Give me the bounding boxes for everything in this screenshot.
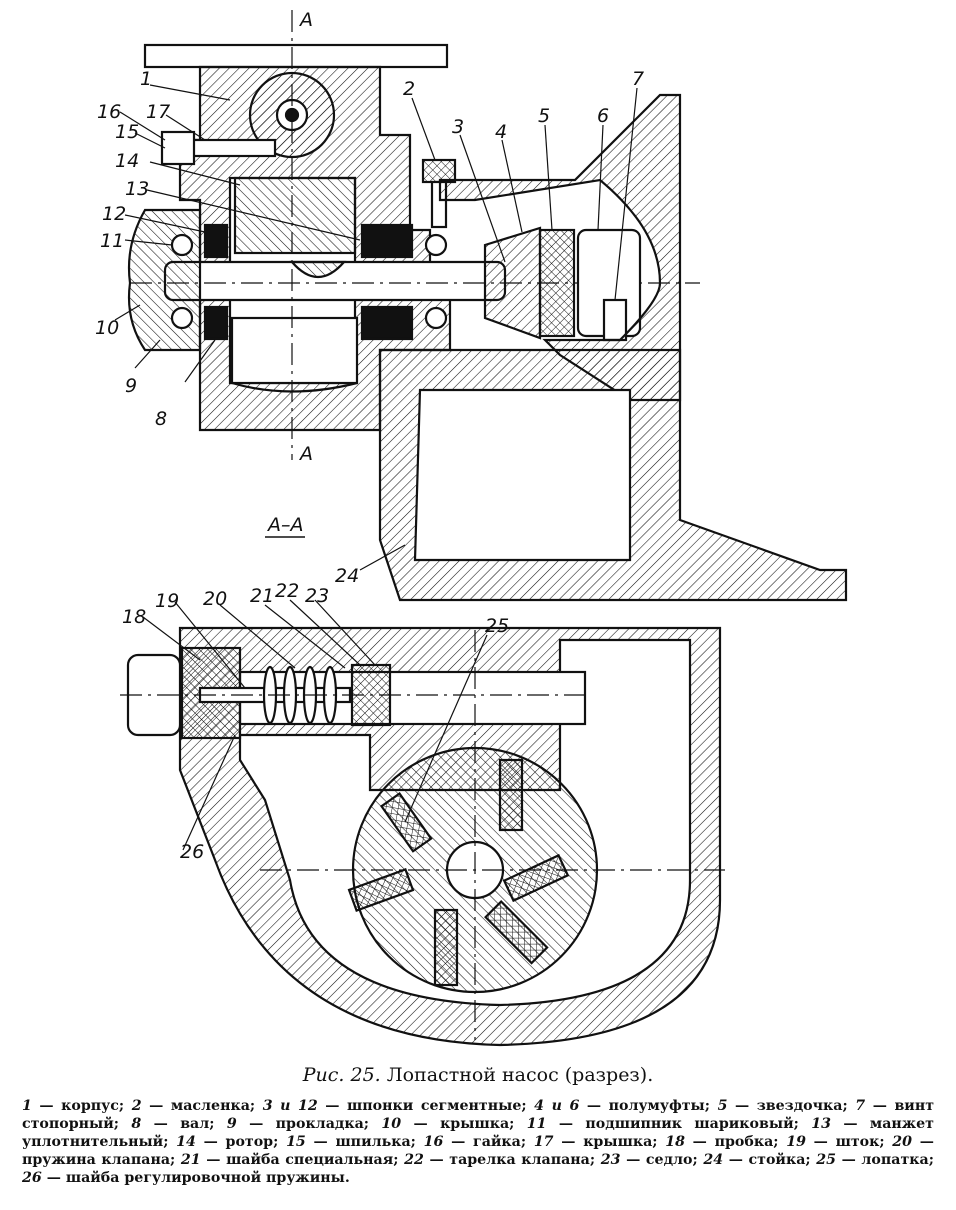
legend-item: 5 — звездочка; bbox=[717, 1098, 848, 1114]
leader-lines bbox=[114, 84, 638, 851]
legend-item: 10 — крышка; bbox=[381, 1116, 515, 1132]
callout-15: 15 bbox=[115, 121, 139, 143]
callout-4: 4 bbox=[495, 121, 507, 143]
legend-item: 13 — манжет уплотнительный; bbox=[22, 1116, 934, 1150]
callout-23: 23 bbox=[305, 585, 329, 607]
figure-number: Рис. 25. bbox=[302, 1064, 381, 1086]
cover-10 bbox=[127, 208, 202, 352]
callout-22: 22 bbox=[275, 580, 299, 602]
callout-12: 12 bbox=[102, 203, 126, 225]
legend-item: 15 — шпилька; bbox=[286, 1134, 416, 1150]
legend-item: 20 — пружина клапана; bbox=[22, 1134, 934, 1168]
callout-7: 7 bbox=[632, 68, 644, 90]
callout-17: 17 bbox=[146, 101, 170, 123]
callout-16: 16 bbox=[97, 101, 121, 123]
callout-3: 3 bbox=[452, 116, 464, 138]
legend-item: 17 — крышка; bbox=[533, 1134, 658, 1150]
pump-drawing: А А А–А bbox=[95, 9, 848, 1047]
legend-item: 22 — тарелка клапана; bbox=[404, 1152, 596, 1168]
callout-13: 13 bbox=[125, 178, 149, 200]
callout-21: 21 bbox=[250, 585, 274, 607]
legend-item: 3 и 12 — шпонки сегментные; bbox=[262, 1098, 527, 1114]
legend-item: 8 — вал; bbox=[131, 1116, 215, 1132]
segment-key-12 bbox=[289, 260, 347, 278]
legend-item: 21 — шайба специальная; bbox=[180, 1152, 399, 1168]
parts-legend: 1 — корпус; 2 — масленка; 3 и 12 — шпонк… bbox=[22, 1097, 934, 1187]
legend-item: 2 — масленка; bbox=[131, 1098, 256, 1114]
lower-section bbox=[120, 626, 725, 1047]
callout-25: 25 bbox=[485, 615, 509, 637]
callout-5: 5 bbox=[538, 105, 550, 127]
oiler-2 bbox=[421, 158, 457, 184]
nut-16 bbox=[160, 130, 196, 166]
callout-2: 2 bbox=[403, 78, 415, 100]
legend-item: 7 — винт стопорный; bbox=[22, 1098, 935, 1132]
legend-item: 14 — ротор; bbox=[176, 1134, 279, 1150]
legend-item: 9 — прокладка; bbox=[226, 1116, 370, 1132]
section-marker-bottom: А bbox=[298, 443, 313, 465]
section-marker-top: А bbox=[298, 9, 313, 31]
rotor-14 bbox=[233, 176, 357, 255]
callout-9: 9 bbox=[125, 375, 137, 397]
callout-20: 20 bbox=[203, 588, 227, 610]
legend-item: 26 — шайба регулировочной пружины. bbox=[22, 1170, 350, 1186]
legend-item: 24 — стойка; bbox=[703, 1152, 811, 1168]
callout-14: 14 bbox=[115, 150, 139, 172]
figure-caption: Рис. 25. Лопастной насос (разрез). bbox=[0, 1064, 956, 1086]
callout-10: 10 bbox=[95, 317, 119, 339]
legend-item: 25 — лопатка; bbox=[816, 1152, 934, 1168]
section-view-title: А–А bbox=[266, 514, 304, 536]
callout-26: 26 bbox=[180, 841, 204, 863]
callout-19: 19 bbox=[155, 590, 179, 612]
figure-title: Лопастной насос (разрез). bbox=[386, 1064, 654, 1086]
callout-1: 1 bbox=[140, 68, 152, 90]
sprocket-5 bbox=[538, 228, 576, 338]
legend-item: 1 — корпус; bbox=[22, 1098, 125, 1114]
callout-11: 11 bbox=[100, 230, 124, 252]
legend-item: 18 — пробка; bbox=[665, 1134, 779, 1150]
callout-labels: 1 2 3 4 5 6 7 8 9 10 11 12 13 14 15 16 1… bbox=[95, 68, 644, 863]
half-coupling-4 bbox=[483, 226, 542, 340]
legend-item: 16 — гайка; bbox=[423, 1134, 527, 1150]
legend-item: 23 — седло; bbox=[600, 1152, 698, 1168]
vanes-25 bbox=[347, 758, 570, 987]
callout-6: 6 bbox=[597, 105, 609, 127]
upper-section bbox=[127, 10, 848, 602]
callout-8: 8 bbox=[155, 408, 167, 430]
screw-7 bbox=[602, 298, 628, 342]
legend-item: 4 и 6 — полумуфты; bbox=[534, 1098, 710, 1114]
top-plate bbox=[143, 43, 449, 69]
callout-24: 24 bbox=[335, 565, 359, 587]
callout-18: 18 bbox=[122, 606, 146, 628]
legend-item: 11 — подшипник шариковый; bbox=[526, 1116, 799, 1132]
legend-item: 19 — шток; bbox=[786, 1134, 885, 1150]
